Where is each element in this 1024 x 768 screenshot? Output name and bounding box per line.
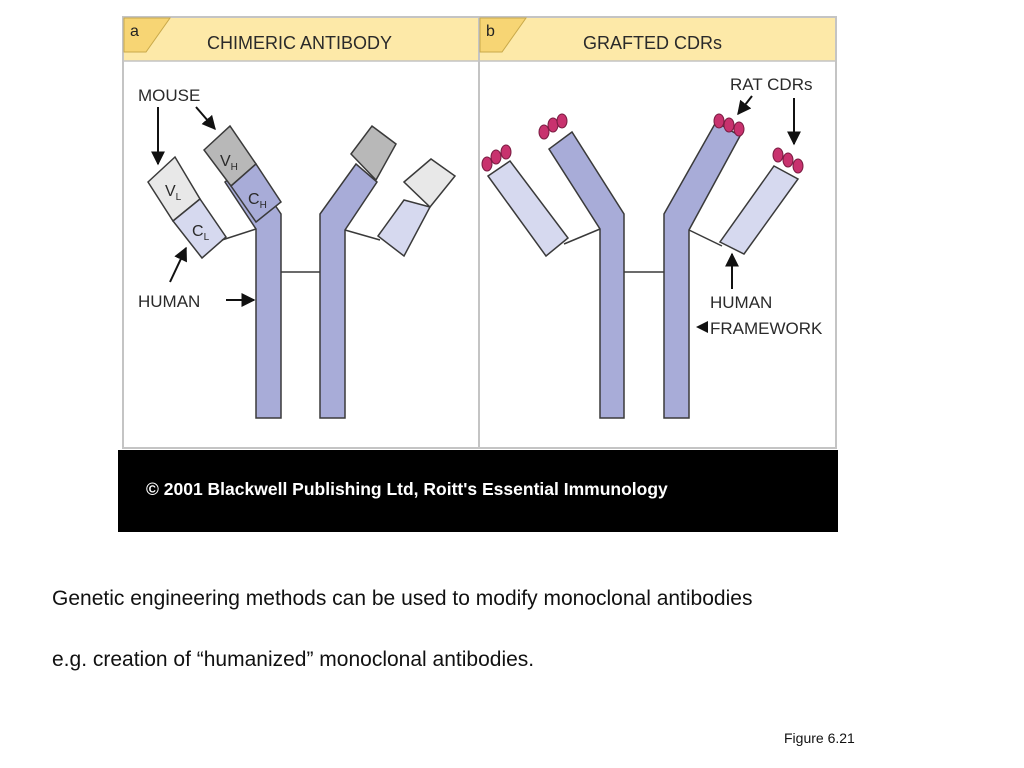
panel-a-tab: a: [123, 17, 171, 53]
caption-line-1: Genetic engineering methods can be used …: [52, 587, 753, 610]
vl-domain-right: [402, 158, 457, 209]
human-label-b: HUMAN: [710, 293, 772, 312]
cdr-light-left: [481, 144, 512, 172]
heavy-chain-right: [319, 162, 378, 419]
disulfide-right: [344, 229, 381, 241]
human-arrow-cl: [169, 246, 187, 283]
grafted-antibody: [486, 120, 800, 419]
cl-domain-right: [376, 199, 432, 258]
framework-pointer-icon: [696, 321, 708, 333]
caption-line-2: e.g. creation of “humanized” monoclonal …: [52, 648, 535, 671]
cdr-heavy-right: [713, 113, 745, 137]
chimeric-antibody: [147, 124, 457, 419]
copyright-text: © 2001 Blackwell Publishing Ltd, Roitt's…: [146, 479, 668, 499]
mouse-arrow-vh: [195, 106, 216, 131]
panel-b-tab: b: [479, 17, 527, 53]
vh-label: VH: [220, 153, 238, 173]
disulfide-left-b: [563, 228, 601, 245]
panel-a-letter: a: [130, 23, 139, 40]
rat-arrow-heavy: [737, 95, 753, 116]
cdr-loops: [481, 113, 804, 174]
vh-domain-right: [350, 124, 397, 182]
rat-cdrs-label: RAT CDRs: [730, 75, 813, 94]
panel-a-title: CHIMERIC ANTIBODY: [207, 33, 392, 53]
ch-domain-left: [230, 162, 283, 224]
framework-label: FRAMEWORK: [710, 319, 823, 338]
cl-domain-left: [171, 197, 227, 260]
human-label-a: HUMAN: [138, 292, 200, 311]
panel-b-letter: b: [486, 23, 495, 40]
vl-label: VL: [165, 183, 182, 203]
disulfide-left: [221, 228, 257, 241]
light-chain-right-b: [718, 165, 800, 255]
antibody-figure: a b CHIMERIC ANTIBODY GRAFTED CDRs VH CH…: [118, 16, 838, 532]
panel-b-title: GRAFTED CDRs: [583, 33, 722, 53]
cdr-light-right: [772, 147, 804, 174]
cdr-heavy-left: [538, 113, 568, 140]
mouse-label: MOUSE: [138, 86, 200, 105]
light-chain-left-b: [486, 159, 570, 258]
cl-label: CL: [192, 223, 210, 243]
figure-number: Figure 6.21: [784, 730, 855, 746]
copyright-banner: [118, 450, 838, 532]
disulfide-right-b: [688, 229, 723, 247]
ch-label: CH: [248, 191, 267, 211]
